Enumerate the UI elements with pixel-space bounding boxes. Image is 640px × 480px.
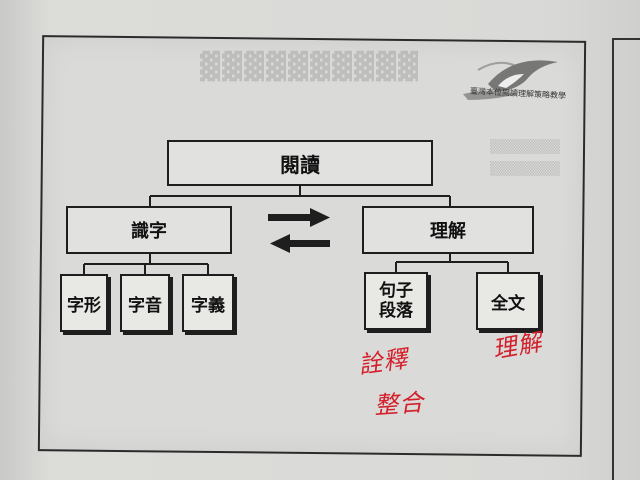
- node-paragraph-label: 段落: [379, 301, 413, 321]
- handwritten-interpret: 詮釋: [356, 344, 411, 380]
- handwritten-integrate: 整合: [373, 388, 426, 420]
- node-literacy: 識字: [66, 206, 232, 254]
- bleed-through-title: ▓▓▓▓▓▓▓▓▓▓: [200, 52, 420, 82]
- bleed-through-line: ▒▒▒▒▒▒▒: [490, 162, 560, 177]
- node-character-sound: 字音: [120, 274, 170, 332]
- node-comprehension: 理解: [362, 206, 534, 254]
- node-sentence-label: 句子: [379, 280, 413, 301]
- node-character-form: 字形: [60, 274, 108, 332]
- node-sentence-paragraph: 句子 段落: [364, 272, 428, 330]
- node-character-meaning: 字義: [182, 274, 234, 332]
- bleed-through-line: ▒▒▒▒▒▒▒: [490, 140, 560, 155]
- adjacent-slide-edge: [612, 38, 640, 480]
- bidirectional-arrow-icon: [268, 208, 330, 253]
- bird-logo-icon: [463, 60, 558, 100]
- node-reading: 閱讀: [167, 140, 433, 186]
- node-full-text: 全文: [476, 272, 540, 330]
